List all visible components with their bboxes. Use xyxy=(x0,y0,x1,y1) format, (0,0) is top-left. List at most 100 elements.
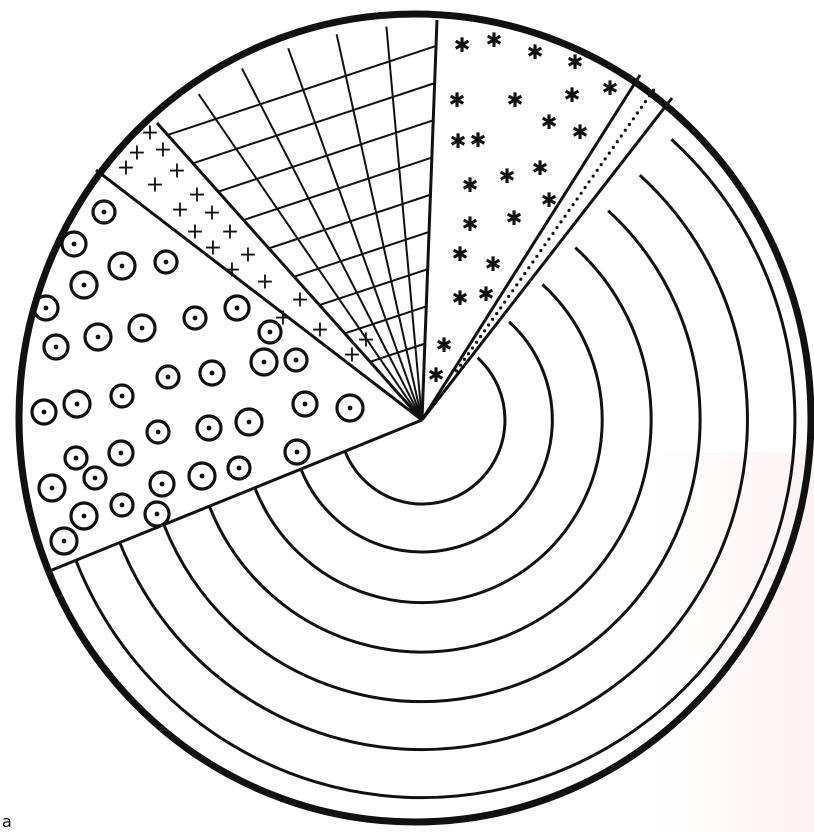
star-mark: ✱ xyxy=(532,156,549,180)
star-mark: ✱ xyxy=(499,164,516,188)
star-mark: ✱ xyxy=(436,333,453,357)
stipple-dot xyxy=(588,180,591,183)
ring-dot-centre xyxy=(96,335,101,340)
stipple-dot xyxy=(580,192,583,195)
corner-label: a xyxy=(2,814,12,830)
stipple-dot xyxy=(644,100,647,103)
stipple-dot xyxy=(636,111,639,114)
ring-dot-centre xyxy=(348,406,353,411)
ring-dot-centre xyxy=(74,456,79,461)
ring-dot-centre xyxy=(120,394,125,399)
stipple-dot xyxy=(604,157,607,160)
cross-mark: + xyxy=(117,156,135,181)
ring-dot-centre xyxy=(156,430,161,435)
star-mark: ✱ xyxy=(541,110,558,134)
cross-mark: + xyxy=(203,201,221,226)
stipple-dot xyxy=(483,329,486,332)
stipple-dot xyxy=(584,186,587,189)
star-mark: ✱ xyxy=(454,33,471,57)
stipple-dot xyxy=(499,306,502,309)
stipple-dot xyxy=(596,169,599,172)
segment-divider xyxy=(422,20,437,420)
segment-divider xyxy=(52,420,422,570)
stipple-dot xyxy=(624,129,627,132)
ring-dot-centre xyxy=(62,539,67,544)
stipple-dot xyxy=(543,243,546,246)
stipple-dot xyxy=(572,203,575,206)
star-mark: ✱ xyxy=(450,129,467,153)
stipple-dot xyxy=(563,215,566,218)
ring-dot-centre xyxy=(303,402,308,407)
ring-dot-centre xyxy=(42,410,47,415)
stipple-dot xyxy=(567,209,570,212)
ring-dot-centre xyxy=(237,466,242,471)
stipple-dot xyxy=(539,249,542,252)
stipple-dot xyxy=(527,266,530,269)
ring-dot-centre xyxy=(294,358,299,363)
stipple-dot xyxy=(531,260,534,263)
cross-mark: + xyxy=(311,318,329,343)
stipple-dot xyxy=(551,232,554,235)
ring-dot-centre xyxy=(210,371,215,376)
star-mark: ✱ xyxy=(452,242,469,266)
cross-mark: + xyxy=(256,270,274,295)
ring-dot-centre xyxy=(50,486,55,491)
ring-dot-centre xyxy=(235,306,240,311)
star-mark: ✱ xyxy=(527,40,544,64)
ring-dot-centre xyxy=(93,476,98,481)
star-mark: ✱ xyxy=(506,206,523,230)
ring-dot-centre xyxy=(166,375,171,380)
star-mark: ✱ xyxy=(470,128,487,152)
ring-dot-centre xyxy=(247,420,252,425)
stipple-dot xyxy=(547,238,550,241)
ring-dot-centre xyxy=(72,242,77,247)
ring-dot-centre xyxy=(262,360,267,365)
ring-dot-centre xyxy=(120,503,125,508)
stipple-dot xyxy=(535,255,538,258)
stipple-dot xyxy=(491,318,494,321)
stipple-dot xyxy=(467,352,470,355)
cross-mark: + xyxy=(204,236,222,261)
star-mark: ✱ xyxy=(428,363,445,387)
star-mark: ✱ xyxy=(572,120,589,144)
ring-dot-centre xyxy=(268,330,273,335)
star-mark: ✱ xyxy=(452,286,469,310)
star-mark: ✱ xyxy=(478,282,495,306)
stipple-dot xyxy=(523,272,526,275)
ring-dot-centre xyxy=(207,426,212,431)
ring-dot-centre xyxy=(75,402,80,407)
star-mark: ✱ xyxy=(602,76,619,100)
stipple-dot xyxy=(555,226,558,229)
cross-mark: + xyxy=(239,243,257,268)
stipple-dot xyxy=(479,335,482,338)
star-mark: ✱ xyxy=(462,212,479,236)
stipple-dot xyxy=(576,197,579,200)
stipple-dot xyxy=(600,163,603,166)
cross-mark: + xyxy=(168,159,186,184)
ring-dot-centre xyxy=(295,450,300,455)
stipple-dot xyxy=(475,341,478,344)
ring-dot-centre xyxy=(140,326,145,331)
ring-dot-centre xyxy=(193,316,198,321)
stipple-dot xyxy=(559,220,562,223)
ring-dot-centre xyxy=(200,474,205,479)
stipple-dot xyxy=(628,123,631,126)
stipple-dot xyxy=(620,134,623,137)
star-mark: ✱ xyxy=(564,83,581,107)
ring-dot-centre xyxy=(119,451,124,456)
segment-divider xyxy=(96,170,422,420)
stipple-dot xyxy=(503,301,506,304)
ring-dot-centre xyxy=(82,283,87,288)
star-mark: ✱ xyxy=(449,88,466,112)
ring-dot-centre xyxy=(44,306,49,311)
stipple-dot xyxy=(507,295,510,298)
star-mark: ✱ xyxy=(462,173,479,197)
ring-dot-centre xyxy=(82,514,87,519)
star-mark: ✱ xyxy=(486,28,503,52)
stipple-dot xyxy=(616,140,619,143)
stipple-dot xyxy=(612,146,615,149)
stipple-dot xyxy=(592,175,595,178)
stipple-dot xyxy=(640,106,643,109)
stipple-dot xyxy=(511,289,514,292)
cross-mark: + xyxy=(221,220,239,245)
